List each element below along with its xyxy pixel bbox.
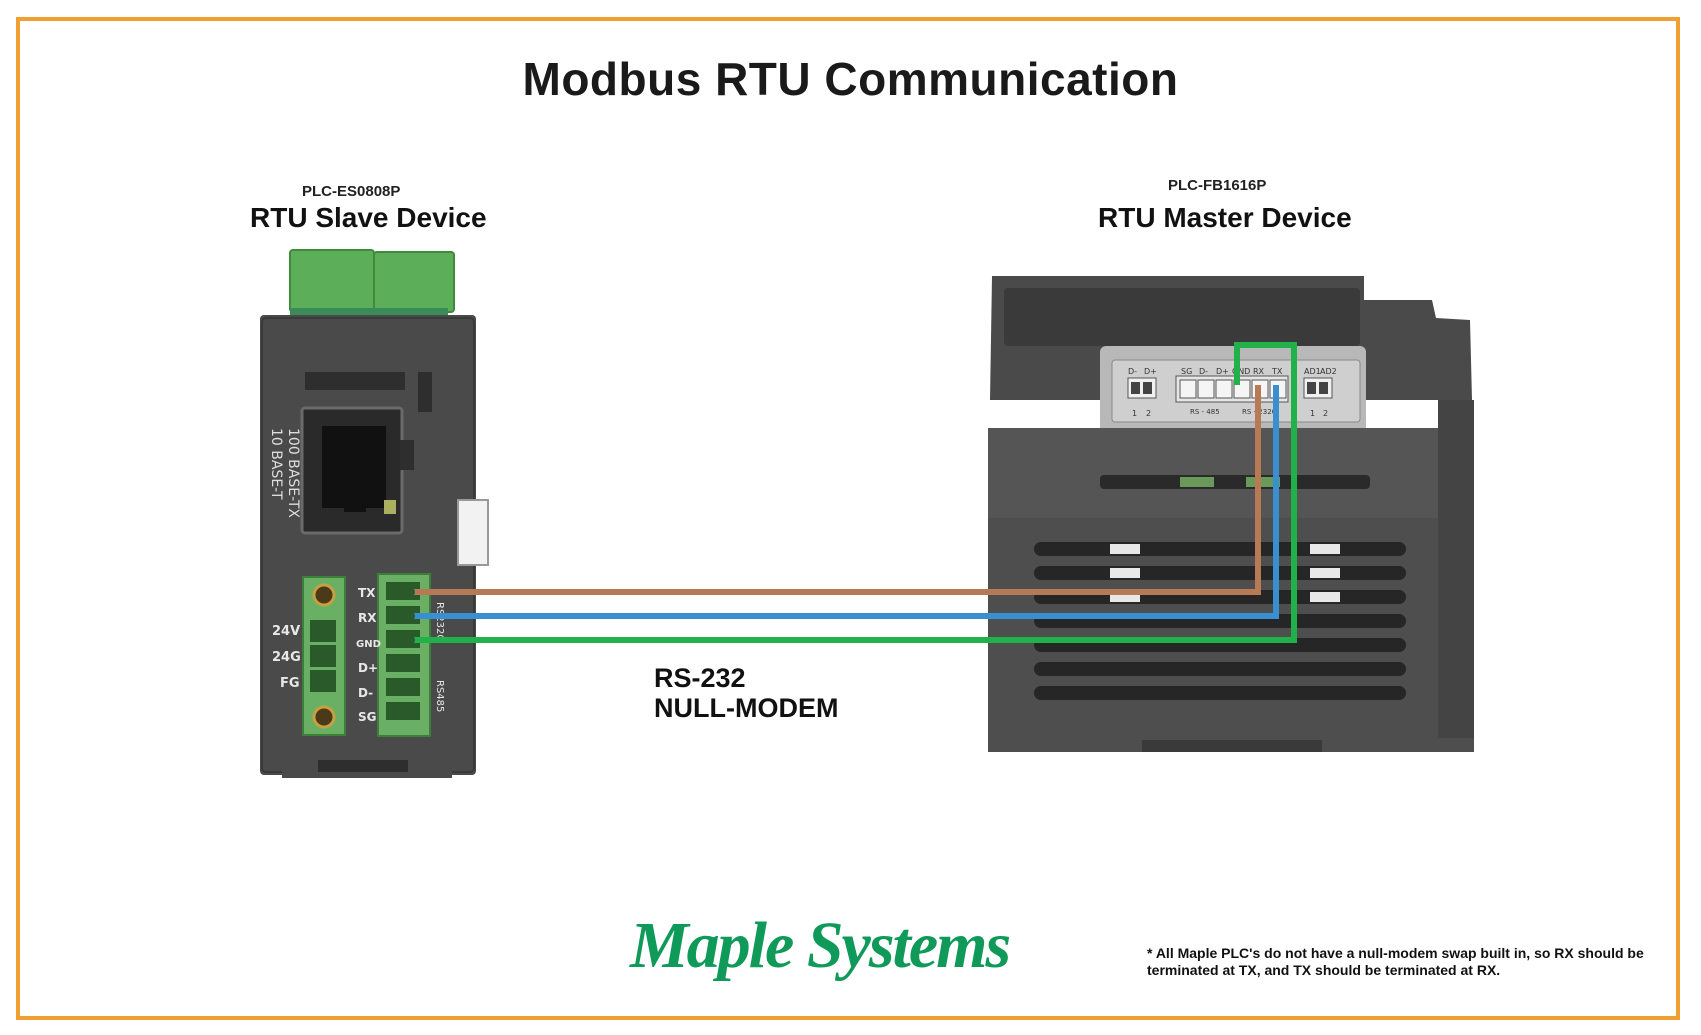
wire-gnd-to-gnd bbox=[410, 342, 1297, 643]
master-label-ad2: AD2 bbox=[1320, 367, 1337, 376]
null-modem-note: * All Maple PLC's do not have a null-mod… bbox=[1147, 945, 1644, 978]
rs485-tag: RS485 bbox=[434, 680, 445, 712]
master-label-ad1: AD1 bbox=[1304, 367, 1321, 376]
cable-label: RS-232 NULL-MODEM bbox=[654, 663, 838, 723]
comm-label-sg: SG bbox=[358, 710, 377, 724]
slave-top-connector-2 bbox=[373, 251, 455, 313]
master-label-dminus-2: D- bbox=[1199, 367, 1208, 376]
cable-label-line2: NULL-MODEM bbox=[654, 693, 839, 723]
master-label-dplus-1: D+ bbox=[1144, 367, 1157, 376]
master-switch-num-4: 2 bbox=[1323, 409, 1328, 418]
master-switch-num-2: 2 bbox=[1146, 409, 1151, 418]
master-model: PLC-FB1616P bbox=[1168, 177, 1267, 194]
power-label-fg: FG bbox=[280, 676, 300, 691]
slave-top-connector-1 bbox=[289, 249, 375, 313]
ethernet-label-1: 10 BASE-T bbox=[268, 428, 284, 500]
master-label-rx: RX bbox=[1253, 367, 1265, 376]
maple-systems-logo: Maple Systems bbox=[630, 909, 1011, 982]
master-label-sg: SG bbox=[1181, 367, 1192, 376]
comm-label-gnd: GND bbox=[356, 639, 381, 650]
power-label-24g: 24G bbox=[272, 650, 301, 665]
side-clip bbox=[457, 499, 489, 566]
comm-label-tx: TX bbox=[358, 586, 376, 600]
master-label-gnd: GND bbox=[1232, 367, 1250, 376]
comm-label-dplus: D+ bbox=[358, 661, 378, 675]
power-label-24v: 24V bbox=[272, 624, 300, 639]
comm-label-dminus: D- bbox=[358, 686, 373, 700]
null-modem-cable bbox=[405, 342, 1297, 645]
master-switch-num-1: 1 bbox=[1132, 409, 1137, 418]
master-plc: D- D+ SG D- D+ GND RX TX AD1 AD2 RS - 48… bbox=[988, 276, 1474, 752]
slave-plc: 10 BASE-T 100 BASE-TX 24V 24G FG TX RX G… bbox=[260, 249, 489, 778]
wire-rx-to-tx bbox=[410, 385, 1279, 619]
rs232-tag: RS232C bbox=[434, 602, 445, 641]
master-switch-num-3: 1 bbox=[1310, 409, 1315, 418]
diagram-title: Modbus RTU Communication bbox=[522, 53, 1179, 105]
slave-device-name: RTU Slave Device bbox=[250, 202, 487, 233]
master-label-tx: TX bbox=[1271, 367, 1283, 376]
master-device-name: RTU Master Device bbox=[1098, 202, 1352, 233]
ethernet-label-2: 100 BASE-TX bbox=[285, 428, 301, 518]
master-label-dminus-1: D- bbox=[1128, 367, 1137, 376]
cable-label-line1: RS-232 bbox=[654, 663, 746, 693]
slave-model: PLC-ES0808P bbox=[302, 183, 401, 200]
master-group-rs485: RS - 485 bbox=[1190, 408, 1220, 416]
comm-label-rx: RX bbox=[358, 611, 377, 625]
wire-tx-to-rx bbox=[410, 385, 1261, 595]
master-label-dplus-2: D+ bbox=[1216, 367, 1229, 376]
